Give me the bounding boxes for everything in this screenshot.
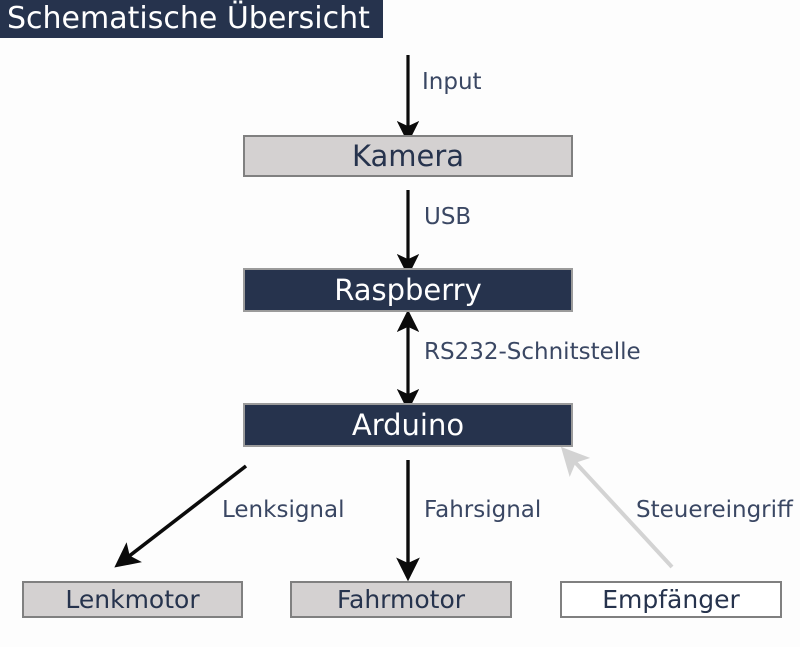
edge-label-rs232: RS232-Schnitstelle	[424, 339, 641, 365]
edge-label-lenksignal: Lenksignal	[222, 497, 345, 523]
edge-label-fahrsignal: Fahrsignal	[424, 497, 542, 523]
node-arduino-label: Arduino	[351, 407, 465, 442]
edge-label-usb: USB	[424, 204, 472, 230]
edge-label-input: Input	[422, 69, 482, 95]
node-fahrmotor[interactable]: Fahrmotor	[290, 581, 512, 618]
node-empfaenger[interactable]: Empfänger	[560, 581, 782, 618]
node-raspberry-label: Raspberry	[334, 272, 482, 307]
node-raspberry[interactable]: Raspberry	[243, 268, 573, 312]
node-empfaenger-label: Empfänger	[602, 585, 740, 614]
node-kamera-label: Kamera	[351, 138, 465, 173]
node-arduino[interactable]: Arduino	[243, 403, 573, 447]
node-lenkmotor-label: Lenkmotor	[65, 585, 200, 614]
edge-label-steuereingriff: Steuereingriff	[636, 497, 793, 523]
node-lenkmotor[interactable]: Lenkmotor	[22, 581, 243, 618]
node-kamera[interactable]: Kamera	[243, 135, 573, 177]
page-title: Schematische Übersicht	[0, 0, 383, 38]
node-fahrmotor-label: Fahrmotor	[336, 585, 466, 614]
